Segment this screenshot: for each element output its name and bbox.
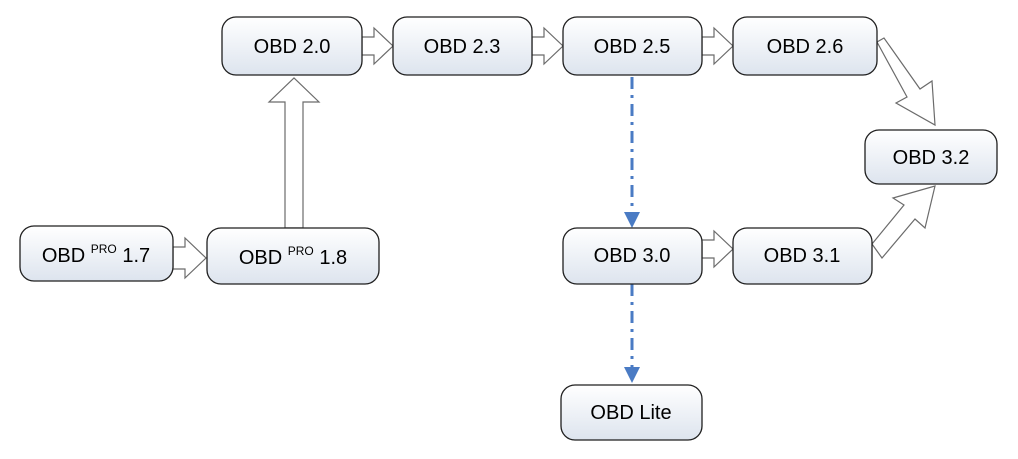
node-obd-pro-1-8: OBD PRO 1.8 [206, 227, 380, 285]
node-obd-2-5: OBD 2.5 [562, 16, 703, 76]
dashdot-connectors [624, 77, 640, 383]
node-label: OBD 3.0 [594, 245, 671, 267]
node-obd-3-1: OBD 3.1 [732, 227, 873, 285]
node-label: OBD PRO 1.7 [42, 242, 150, 267]
dashdot-arrowhead-obdlite [624, 367, 640, 383]
arrow-obd31-to-obd32 [871, 185, 936, 259]
node-label: OBD 3.1 [764, 245, 841, 267]
node-obd-2-3: OBD 2.3 [392, 16, 533, 76]
node-label: OBD 2.0 [254, 36, 331, 58]
dashdot-arrowhead-obd30 [624, 212, 640, 228]
node-label: OBD 2.3 [424, 36, 501, 58]
node-label: OBD 3.2 [893, 147, 970, 169]
node-obd-pro-1-7: OBD PRO 1.7 [19, 225, 174, 282]
node-label: OBD 2.6 [767, 36, 844, 58]
node-label: OBD 2.5 [594, 36, 671, 58]
block-arrows [172, 26, 936, 280]
arrow-obd26-to-obd32 [876, 37, 936, 127]
node-obd-lite: OBD Lite [560, 384, 703, 441]
arrow-obd23-to-obd25 [531, 26, 564, 66]
arrow-obd20-to-obd23 [361, 26, 394, 66]
node-label: OBD Lite [590, 402, 671, 424]
arrow-pro17-to-pro18 [172, 236, 207, 280]
arrow-pro18-to-obd20 [267, 77, 321, 229]
node-obd-2-6: OBD 2.6 [732, 16, 878, 76]
node-obd-3-2: OBD 3.2 [864, 129, 998, 185]
node-obd-2-0: OBD 2.0 [221, 16, 363, 76]
arrow-obd30-to-obd31 [701, 229, 734, 269]
arrow-obd25-to-obd26 [701, 26, 734, 66]
node-obd-3-0: OBD 3.0 [562, 227, 703, 285]
node-label: OBD PRO 1.8 [239, 244, 347, 269]
